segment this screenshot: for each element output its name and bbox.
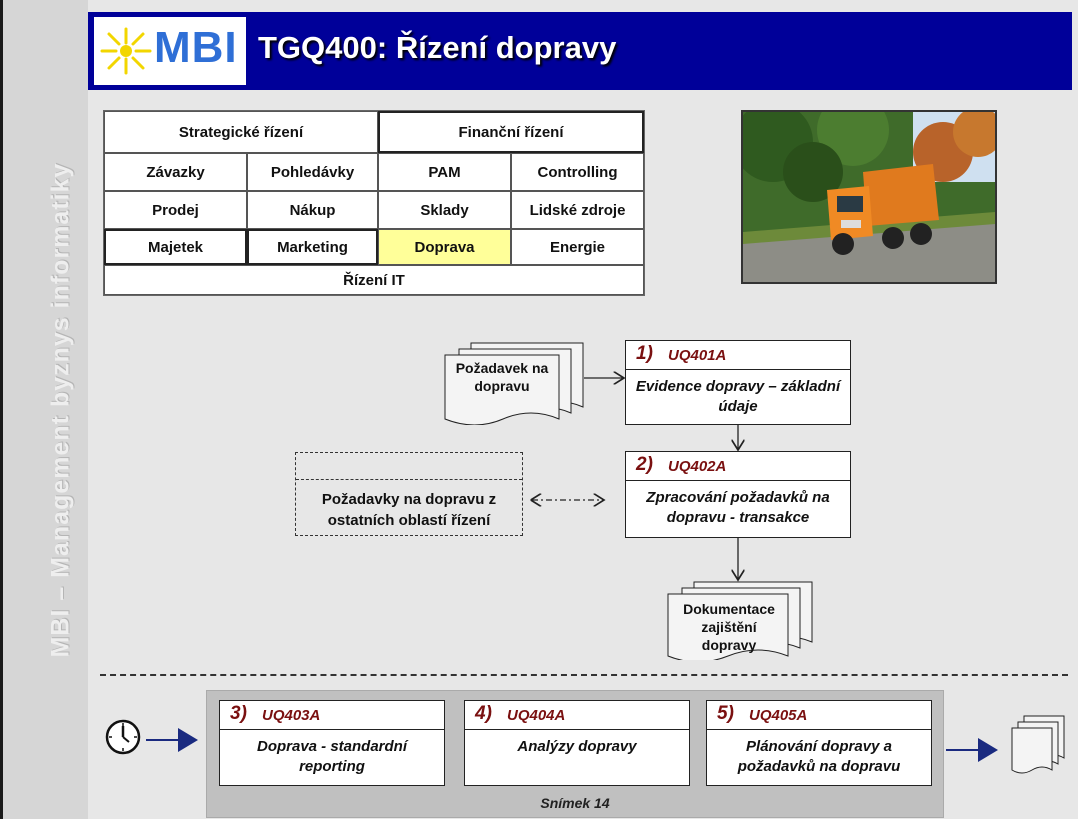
box-5-text: Plánování dopravy a požadavků na dopravu [737, 738, 901, 775]
other-areas-box: Požadavky na dopravu z ostatních oblastí… [295, 452, 523, 536]
documents-icon [1011, 715, 1065, 774]
clock-icon [105, 719, 141, 755]
sun-icon [100, 27, 152, 75]
box-1-code: UQ401A [668, 347, 727, 364]
box-3-code: UQ403A [262, 707, 321, 724]
cell-majetek: Majetek [104, 229, 247, 265]
other-areas-divider [296, 479, 522, 480]
cell-zavazky: Závazky [104, 153, 247, 191]
box-5-number: 5) [717, 703, 734, 724]
cell-nakup: Nákup [247, 191, 378, 229]
process-box-2: 2) UQ402A Zpracování požadavků na doprav… [625, 451, 851, 538]
truck-photo [741, 110, 997, 284]
page-title: TGQ400: Řízení dopravy [258, 30, 617, 65]
cell-rizeni-it: Řízení IT [104, 265, 644, 295]
sidebar: MBI – Management byznys informatiky [0, 0, 88, 819]
cell-prodej: Prodej [104, 191, 247, 229]
input-document-stack: Požadavek na dopravu [443, 341, 587, 426]
process-box-3: 3) UQ403A Doprava - standardní reporting [219, 700, 445, 786]
box-2-header: 2) UQ402A [626, 452, 850, 481]
process-box-4: 4) UQ404A Analýzy dopravy [464, 700, 690, 786]
box-4-code: UQ404A [507, 707, 566, 724]
cell-lidske-zdroje: Lidské zdroje [511, 191, 644, 229]
management-grid: Strategické řízení Finanční řízení Závaz… [103, 110, 645, 296]
cell-pohledavky: Pohledávky [247, 153, 378, 191]
cell-strategic: Strategické řízení [104, 111, 378, 153]
box-4-text: Analýzy dopravy [517, 738, 637, 755]
box-3-number: 3) [230, 703, 247, 724]
box-5-code: UQ405A [749, 707, 808, 724]
output-document-stack: Dokumentace zajištění dopravy [666, 580, 816, 663]
cell-marketing: Marketing [247, 229, 378, 265]
cell-energie: Energie [511, 229, 644, 265]
box-4-number: 4) [475, 703, 492, 724]
process-box-1: 1) UQ401A Evidence dopravy – základní úd… [625, 340, 851, 425]
process-box-5: 5) UQ405A Plánování dopravy a požadavků … [706, 700, 932, 786]
box-1-text: Evidence dopravy – základní údaje [635, 378, 841, 415]
box-2-code: UQ402A [668, 458, 727, 475]
cell-financial: Finanční řízení [378, 111, 644, 153]
box-2-number: 2) [636, 454, 653, 475]
header-bar: MBI TGQ400: Řízení dopravy [88, 12, 1072, 90]
box-5-header: 5) UQ405A [707, 701, 931, 730]
cell-doprava: Doprava [378, 229, 511, 265]
box-1-header: 1) UQ401A [626, 341, 850, 370]
box-3-text: Doprava - standardní reporting [256, 738, 408, 775]
output-document-label: Dokumentace zajištění dopravy [683, 601, 775, 653]
logo-text: MBI [154, 23, 238, 72]
box-3-header: 3) UQ403A [220, 701, 444, 730]
mbi-logo: MBI [94, 17, 246, 85]
input-document-label: Požadavek na dopravu [455, 360, 549, 394]
box-2-text: Zpracování požadavků na dopravu - transa… [646, 489, 830, 526]
cell-pam: PAM [378, 153, 511, 191]
other-areas-label: Požadavky na dopravu z ostatních oblastí… [321, 491, 497, 529]
cell-controlling: Controlling [511, 153, 644, 191]
box-4-header: 4) UQ404A [465, 701, 689, 730]
cell-sklady: Sklady [378, 191, 511, 229]
slide-number: Snímek 14 [540, 795, 610, 811]
box-1-number: 1) [636, 343, 653, 364]
section-divider [100, 674, 1068, 676]
